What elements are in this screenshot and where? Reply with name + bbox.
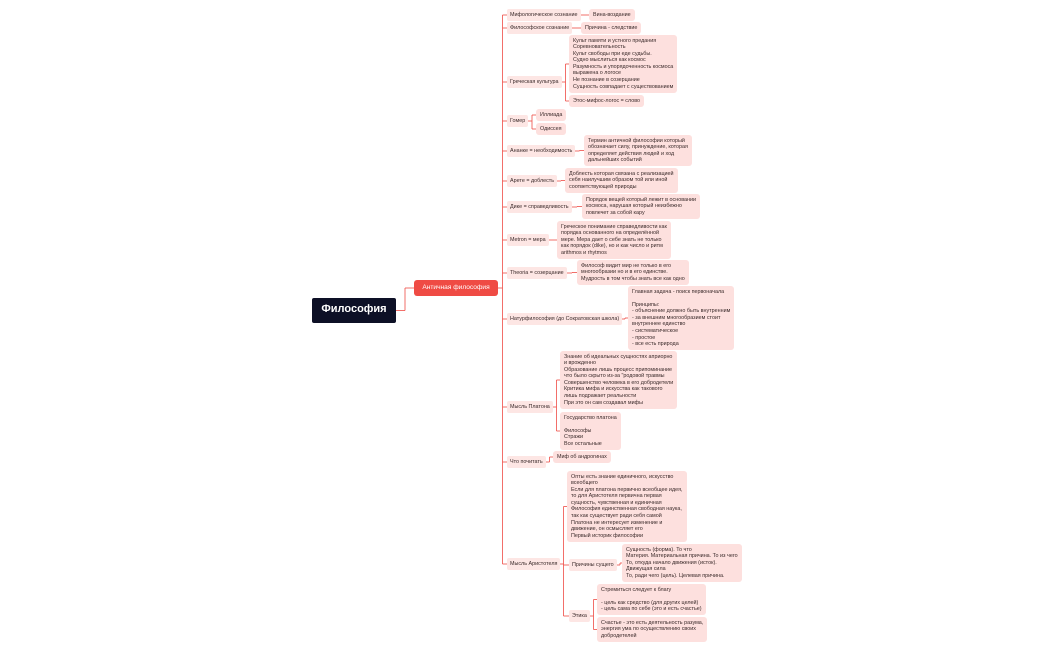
topic-metron[interactable]: Metron = мера	[507, 234, 549, 246]
leaf-note[interactable]: Счастье - это есть деятельность разума, …	[597, 617, 708, 642]
leaf-note[interactable]: Главная задача - поиск первоначала Принц…	[628, 286, 735, 351]
leaf-note[interactable]: Причина - следствие	[581, 22, 642, 34]
leaf-note[interactable]: Доблесть которая связана с реализацией с…	[565, 168, 678, 193]
leaf-note[interactable]: Термин античной философии который обозна…	[584, 135, 692, 167]
leaf-note[interactable]: Опты есть знание единичного, искусство в…	[567, 471, 687, 542]
leaf-note[interactable]: Греческое понимание справедливости как п…	[557, 221, 671, 259]
leaf-note[interactable]: Культ памяти и устного предания Соревнов…	[569, 35, 678, 93]
leaf-note[interactable]: Сущность (форма). То что Материя. Матери…	[622, 544, 742, 582]
leaf-note[interactable]: Одиссея	[536, 123, 566, 135]
leaf-note[interactable]: Порядок вещей который лежит в основании …	[582, 194, 700, 219]
topic-theoria[interactable]: Theoria = созерцание	[507, 267, 567, 279]
topic-homer[interactable]: Гомер	[507, 115, 529, 127]
topic-ananke[interactable]: Ананке = необходимость	[507, 145, 576, 157]
topic-plato[interactable]: Мысль Платона	[507, 401, 553, 413]
leaf-note[interactable]: Вина-воздание	[589, 9, 635, 21]
topic-what-to-read[interactable]: Что почитать	[507, 456, 546, 468]
leaf-note[interactable]: Стремиться следует к благу - цель как ср…	[597, 584, 706, 616]
leaf-note[interactable]: Этос-мифос-логос = слово	[569, 95, 645, 107]
leaf-note[interactable]: Философ видит мир не только в его многоо…	[577, 260, 689, 285]
topic-philosophical-consciousness[interactable]: Философское сознание	[507, 22, 573, 34]
leaf-note[interactable]: Иллиада	[536, 109, 567, 121]
topic-mythological-consciousness[interactable]: Мифологическое сознание	[507, 9, 581, 21]
root-node[interactable]: Философия	[312, 298, 396, 323]
leaf-note[interactable]: Знание об идеальных сущностях априорно и…	[560, 351, 678, 409]
leaf-note[interactable]: Миф об андрогинах	[553, 451, 611, 463]
main-branch-node[interactable]: Античная философия	[414, 280, 498, 296]
topic-greek-culture[interactable]: Греческая культура	[507, 76, 562, 88]
topic-dike[interactable]: Дике = справедливость	[507, 201, 572, 213]
topic-arete[interactable]: Арете = доблесть	[507, 175, 558, 187]
subtopic-ethics[interactable]: Этика	[569, 610, 590, 622]
leaf-note[interactable]: Государство платона Философы Стражи Все …	[560, 412, 621, 450]
topic-natural-philosophy[interactable]: Натурфилософия (до Сократовская школа)	[507, 313, 623, 325]
topic-aristotle[interactable]: Мысль Аристотеля	[507, 558, 561, 570]
subtopic-causes-of-being[interactable]: Причины сущего	[569, 559, 617, 571]
